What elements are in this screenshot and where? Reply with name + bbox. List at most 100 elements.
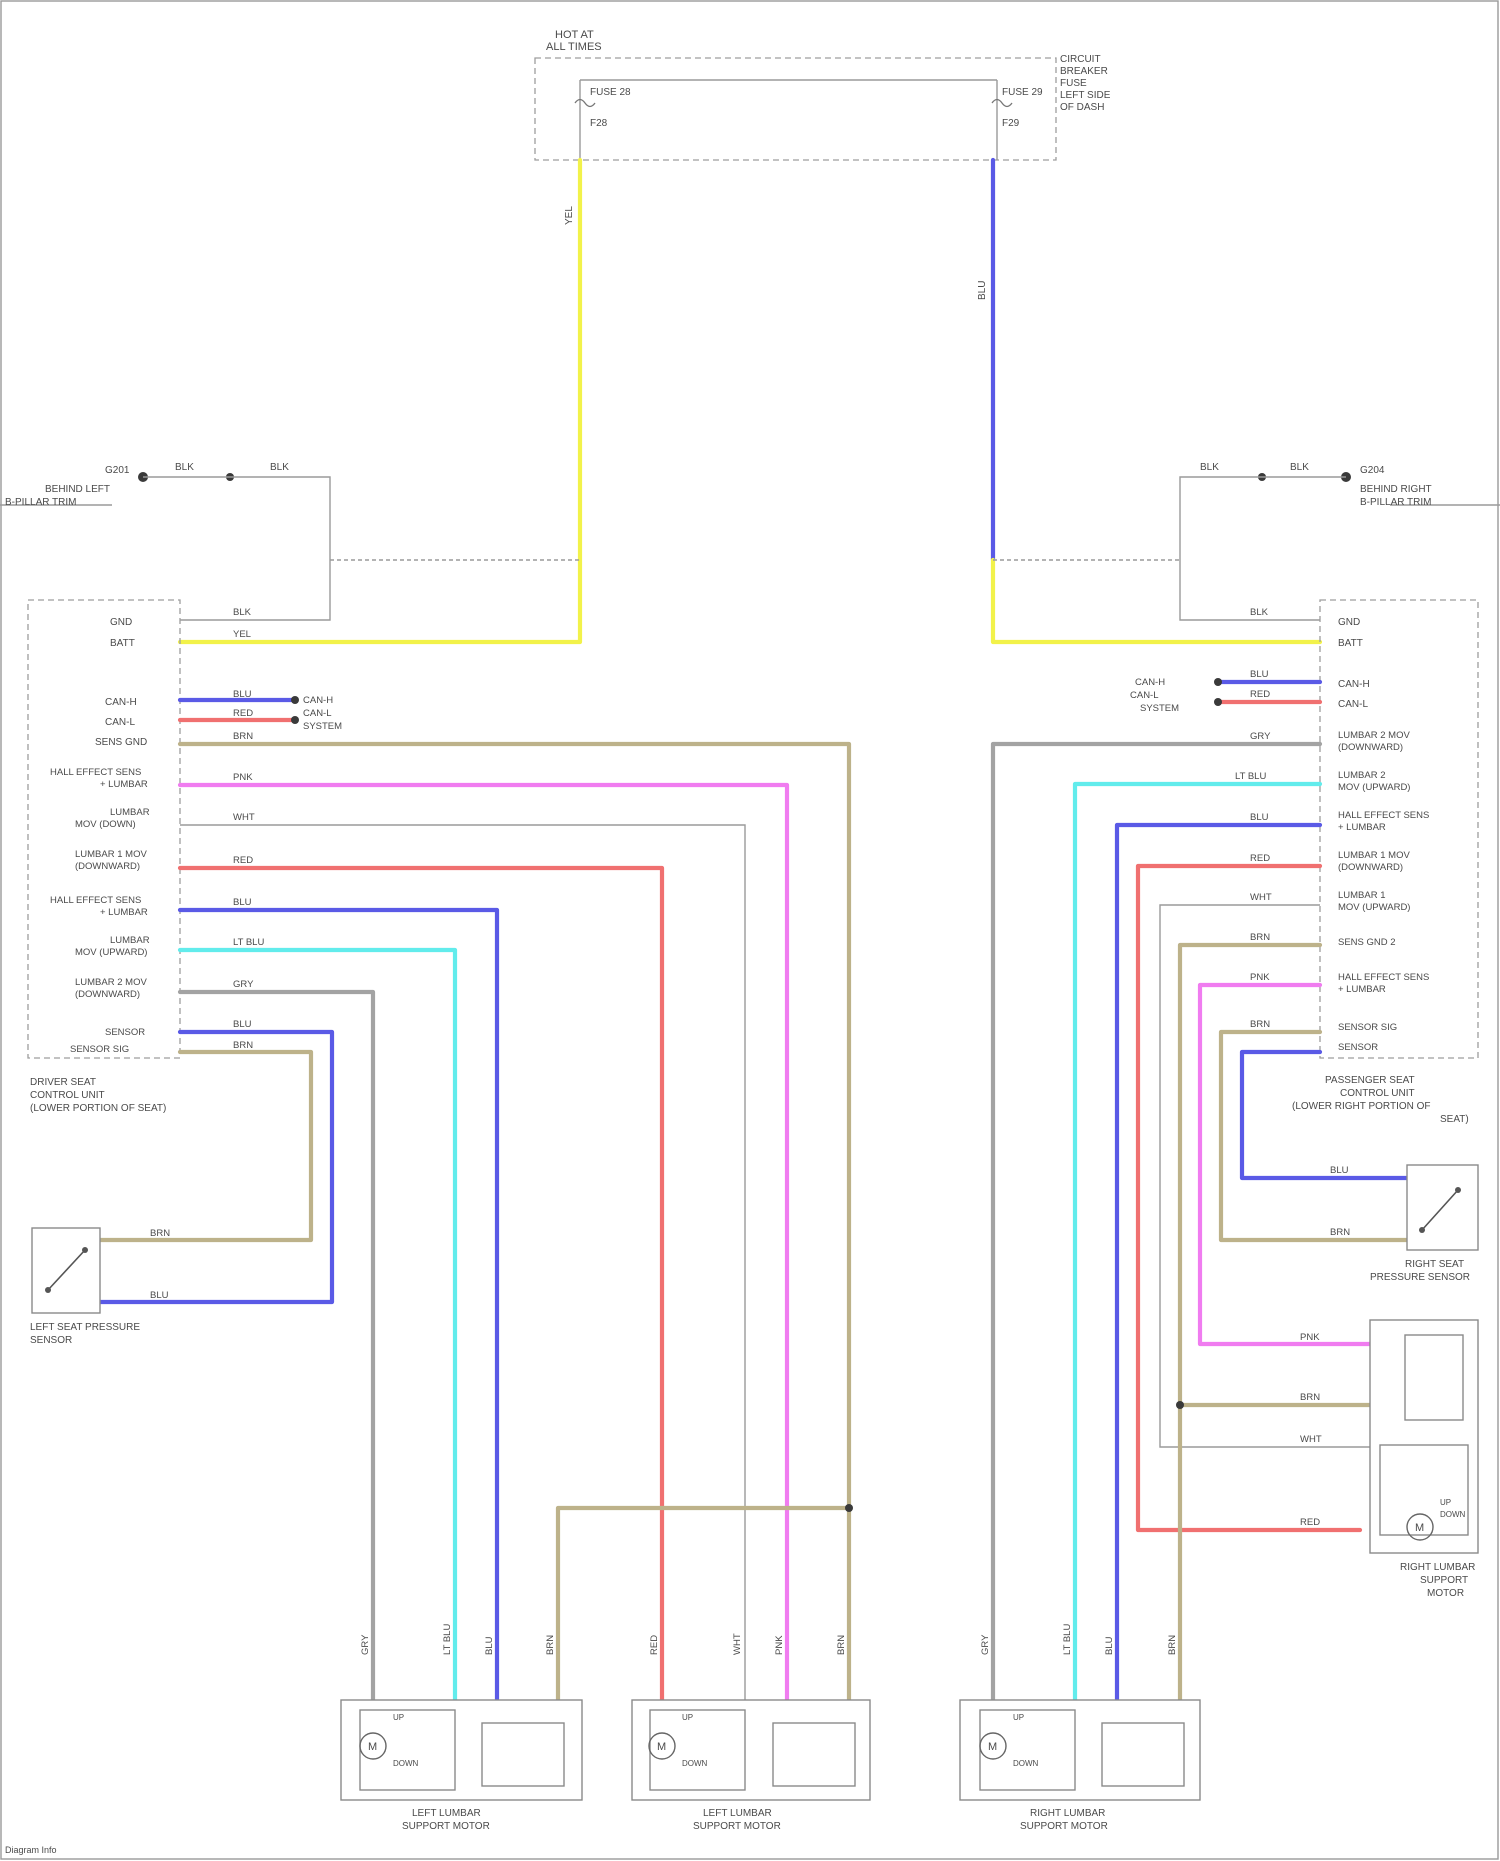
code-r-hall2-b: PNK bbox=[1300, 1332, 1320, 1343]
passenger-seat-control-unit: GND BATT CAN-H CAN-L LUMBAR 2 MOV (DOWNW… bbox=[1292, 600, 1478, 1125]
psu-pin-sensgnd2: SENS GND 2 bbox=[1338, 937, 1396, 948]
psu-pin-lumbar2-b: (DOWNWARD) bbox=[1338, 742, 1403, 753]
left-sensor-wire bbox=[100, 1032, 332, 1302]
right-sensor-wire bbox=[1242, 1052, 1420, 1178]
dsu-pin-lumbar2: LUMBAR 2 MOV bbox=[75, 977, 147, 988]
dsu-pin-lumbar1: LUMBAR 1 MOV bbox=[75, 849, 147, 860]
dsu-pin-sensor-sig: SENSOR SIG bbox=[70, 1044, 129, 1055]
dsu-pin-lumbar-a2: MOV (DOWN) bbox=[75, 819, 136, 830]
left-motor-2-label-1: LEFT LUMBAR bbox=[703, 1808, 772, 1819]
dsu-pin-sensor: SENSOR bbox=[105, 1027, 145, 1038]
fuse-block: HOT AT ALL TIMES CIRCUIT BREAKER FUSE LE… bbox=[535, 29, 1111, 160]
dsu-pin-lumbar-a: LUMBAR bbox=[110, 807, 150, 818]
dsu-pin-hall2: HALL EFFECT SENS bbox=[50, 895, 141, 906]
right-ground-loc-2: B-PILLAR TRIM bbox=[1360, 497, 1432, 508]
left-sens-gnd-wire bbox=[180, 744, 849, 1700]
code-m3-blu: BLU bbox=[1104, 1636, 1115, 1655]
code-l-sensor-sig: BRN bbox=[233, 1040, 253, 1051]
left-motor-1-label-2: SUPPORT MOTOR bbox=[402, 1821, 490, 1832]
psu-pin-lumbar2-up-b: MOV (UPWARD) bbox=[1338, 782, 1410, 793]
psu-pin-hall1-b: + LUMBAR bbox=[1338, 822, 1386, 833]
left-seat-pressure-sensor: LEFT SEAT PRESSURE SENSOR bbox=[30, 1228, 140, 1346]
psu-pin-gnd: GND bbox=[1338, 617, 1360, 628]
left-motor-2-down: DOWN bbox=[682, 1759, 708, 1768]
code-r-down1-b: RED bbox=[1300, 1517, 1320, 1528]
code-r-sw-1: BLU bbox=[1330, 1165, 1349, 1176]
code-r-up1-b: WHT bbox=[1300, 1434, 1322, 1445]
left-gnd-splice bbox=[845, 1504, 853, 1512]
psu-pin-hall1: HALL EFFECT SENS bbox=[1338, 810, 1429, 821]
fuse-29-symbol bbox=[992, 100, 1012, 107]
right-can-h-label: CAN-H bbox=[1135, 677, 1165, 688]
all-times-label: ALL TIMES bbox=[546, 41, 602, 53]
right-motor-1-down: DOWN bbox=[1013, 1759, 1039, 1768]
right-ground-code-1: BLK bbox=[1200, 462, 1219, 473]
psu-pin-lumbar1: LUMBAR 1 MOV bbox=[1338, 850, 1410, 861]
right-gnd-splice bbox=[1176, 1401, 1184, 1409]
left-feed-code: YEL bbox=[564, 206, 575, 225]
code-m1-blu: BLU bbox=[484, 1636, 495, 1655]
left-lumbar-motor-2: M UP DOWN LEFT LUMBAR SUPPORT MOTOR bbox=[632, 1700, 870, 1832]
psu-pin-hall2-b: + LUMBAR bbox=[1338, 984, 1386, 995]
left-can-h-label: CAN-H bbox=[303, 695, 333, 706]
dsu-pin-lumbar2-b: (DOWNWARD) bbox=[75, 989, 140, 1000]
code-r-down2: GRY bbox=[1250, 731, 1271, 742]
left-can-l-label: CAN-L bbox=[303, 708, 332, 719]
footer-label: Diagram Info bbox=[5, 1845, 57, 1855]
fuse-block-outline bbox=[535, 58, 1056, 160]
right-batt-feed-wire bbox=[993, 560, 1320, 642]
dsu-title-3: (LOWER PORTION OF SEAT) bbox=[30, 1103, 166, 1114]
left-motor-2-m: M bbox=[657, 1741, 666, 1753]
right-side-motor-label-1: RIGHT LUMBAR bbox=[1400, 1562, 1475, 1573]
left-lumbar-motor-1: M UP DOWN LEFT LUMBAR SUPPORT MOTOR bbox=[341, 1700, 582, 1832]
code-m3-ltblu: LT BLU bbox=[1062, 1624, 1073, 1655]
left-ground-wire bbox=[143, 477, 330, 620]
dsu-pin-lumbar-b: LUMBAR bbox=[110, 935, 150, 946]
code-l-canl: RED bbox=[233, 708, 253, 719]
code-m1-brn: BRN bbox=[545, 1635, 556, 1655]
dsu-pin-batt: BATT bbox=[110, 638, 135, 649]
code-l-sw-2: BLU bbox=[150, 1290, 169, 1301]
fuse-28-label: FUSE 28 bbox=[590, 87, 631, 98]
code-m1-gry: GRY bbox=[360, 1634, 371, 1655]
psu-pin-canh: CAN-H bbox=[1338, 679, 1370, 690]
psu-title-3: (LOWER RIGHT PORTION OF bbox=[1292, 1101, 1431, 1112]
fuse-block-label-5: OF DASH bbox=[1060, 102, 1104, 113]
psu-pin-sensor: SENSOR bbox=[1338, 1042, 1378, 1053]
fuse-block-label-1: CIRCUIT bbox=[1060, 54, 1101, 65]
code-l-sensgnd: BRN bbox=[233, 731, 253, 742]
right-sensor-label-2: PRESSURE SENSOR bbox=[1370, 1272, 1470, 1283]
dsu-pin-canl: CAN-L bbox=[105, 717, 135, 728]
right-side-lumbar-motor: M UP DOWN RIGHT LUMBAR SUPPORT MOTOR bbox=[1370, 1320, 1478, 1599]
psu-title-4: SEAT) bbox=[1440, 1114, 1469, 1125]
code-r-canh: BLU bbox=[1250, 669, 1269, 680]
dsu-title-2: CONTROL UNIT bbox=[30, 1090, 105, 1101]
left-sensor-label-2: SENSOR bbox=[30, 1335, 72, 1346]
left-motor-2-up: UP bbox=[682, 1713, 693, 1722]
right-can-l-label: CAN-L bbox=[1130, 690, 1159, 701]
code-m3-gry: GRY bbox=[980, 1634, 991, 1655]
right-side-motor-label-2: SUPPORT bbox=[1420, 1575, 1468, 1586]
hot-at-label: HOT AT bbox=[555, 29, 594, 41]
right-motor-1-label-2: SUPPORT MOTOR bbox=[1020, 1821, 1108, 1832]
code-l-down2: GRY bbox=[233, 979, 254, 990]
right-side-motor-m: M bbox=[1415, 1522, 1424, 1534]
left-motor-1-down: DOWN bbox=[393, 1759, 419, 1768]
right-sensor-sig-wire bbox=[1221, 1032, 1420, 1240]
code-l-sw-1: BRN bbox=[150, 1228, 170, 1239]
dsu-pin-sensgnd: SENS GND bbox=[95, 737, 147, 748]
code-r-sensor-sig: BRN bbox=[1250, 1019, 1270, 1030]
left-ground-loc-2: B-PILLAR TRIM bbox=[5, 497, 77, 508]
code-r-canl: RED bbox=[1250, 689, 1270, 700]
left-ground-code-2: BLK bbox=[270, 462, 289, 473]
left-motor-1-label-1: LEFT LUMBAR bbox=[412, 1808, 481, 1819]
code-r-gnd-b: BRN bbox=[1300, 1392, 1320, 1403]
code-m2-pnk: PNK bbox=[774, 1635, 785, 1655]
right-side-motor-hall bbox=[1405, 1335, 1463, 1420]
left-ground-id: G201 bbox=[105, 465, 130, 476]
psu-title-2: CONTROL UNIT bbox=[1340, 1088, 1415, 1099]
code-m1-ltblu: LT BLU bbox=[442, 1624, 453, 1655]
right-ground-code-2: BLK bbox=[1290, 462, 1309, 473]
